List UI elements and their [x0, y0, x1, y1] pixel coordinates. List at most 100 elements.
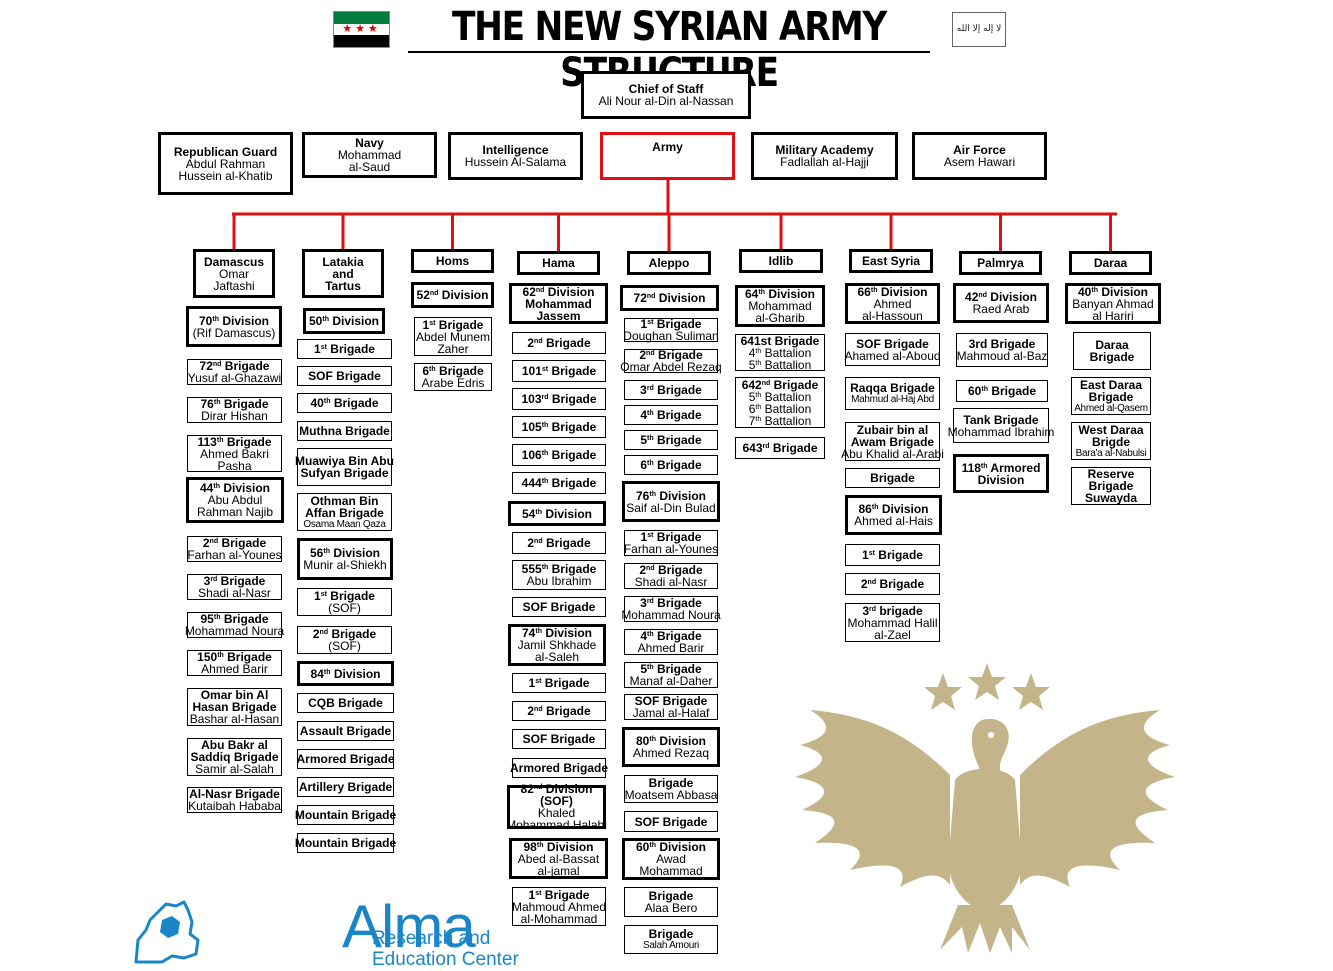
- box-subtitle: Banyan Ahmad: [1072, 296, 1154, 311]
- box-title: 3rd Brigade: [203, 574, 266, 588]
- box-title: SOF Brigade: [308, 369, 381, 383]
- box-title: Brigade: [870, 471, 915, 485]
- box-title: 44th Division: [200, 481, 270, 495]
- title-underline: [408, 51, 930, 53]
- box-title: 60th Division: [636, 840, 706, 854]
- box-title: 2nd Brigade: [527, 536, 591, 550]
- box-title: SOF Brigade: [634, 694, 708, 708]
- box-subtitle: al-Saud: [348, 160, 391, 174]
- box-title: 54th Division: [522, 506, 592, 521]
- brigade-box: Muthna Brigade: [297, 421, 392, 441]
- box-subtitle: Ahmed al-Hais: [854, 514, 933, 528]
- box-title: Air Force: [953, 143, 1006, 157]
- box-subtitle: Hussein Al-Salama: [464, 155, 567, 169]
- box-subtitle: Asem Hawari: [943, 155, 1016, 169]
- box-subtitle: Mahmoud Ahmed: [511, 899, 607, 914]
- box-subtitle: Farhan al-Younes: [623, 542, 719, 556]
- box-subtitle: Mahmud al-Haj Abd: [851, 394, 934, 405]
- box-subtitle: al-Gharib: [755, 311, 805, 325]
- box-subtitle: Bara'a al-Nabulsi: [1075, 447, 1147, 459]
- box-title: 555th Brigade: [521, 562, 597, 576]
- box-subtitle: Fadlallah al-Hajji: [780, 155, 869, 169]
- box-title: 150th Brigade: [197, 650, 272, 664]
- box-title: 2nd Brigade: [860, 577, 925, 591]
- brigade-box: 1st Brigade: [297, 339, 392, 359]
- brigade-box: SOF Brigade: [512, 597, 606, 617]
- brigade-box: SOF Brigade: [624, 811, 718, 832]
- box-title: 642nd Brigade: [741, 377, 819, 392]
- box-subtitle: 7th Battalion: [748, 413, 812, 428]
- box-title: 1st Brigade: [862, 548, 923, 562]
- box-title: 2nd Brigade: [639, 563, 703, 577]
- box-title: 6th Brigade: [640, 458, 702, 472]
- box-title: Hama: [542, 256, 575, 270]
- branch-box-3: Army: [600, 132, 735, 180]
- box-subtitle: Moatsem Abbasa: [624, 788, 718, 802]
- box-subtitle: Mohammad: [639, 864, 703, 878]
- box-title: 40th Brigade: [310, 396, 379, 410]
- box-subtitle: Rahman Najib: [196, 505, 274, 519]
- alma-tagline: Research and Education Center: [372, 928, 519, 970]
- brigade-box: 1st Brigade: [845, 544, 940, 566]
- box-title: Daraa: [1093, 256, 1128, 270]
- box-subtitle: Doughan Suliman: [623, 329, 719, 343]
- brigade-box: 444th Brigade: [512, 472, 606, 494]
- brigade-box: SOF Brigade: [297, 366, 392, 386]
- brigade-box: 2nd Brigade: [512, 532, 606, 554]
- box-title: Military Academy: [775, 143, 874, 157]
- box-title: 76th Brigade: [200, 397, 269, 411]
- brigade-box: Mountain Brigade: [295, 805, 396, 825]
- box-title: 2nd Brigade: [527, 704, 591, 718]
- box-subtitle: al-Saleh: [534, 650, 580, 664]
- box-subtitle: al-Mohammad: [520, 911, 598, 926]
- box-title: 1st Brigade: [640, 530, 702, 544]
- box-title: Idlib: [768, 254, 794, 268]
- box-subtitle: al-Hassoun: [862, 308, 923, 323]
- box-subtitle: Arabe Edris: [421, 376, 485, 390]
- box-subtitle: Farhan al-Younes: [187, 548, 282, 562]
- box-title: Raqqa Brigade: [850, 381, 935, 395]
- box-title: 80th Division: [636, 734, 706, 748]
- box-subtitle: 5th Battalion: [748, 357, 812, 372]
- brigade-box: 40th Brigade: [297, 393, 392, 413]
- brigade-box: 6th Brigade: [624, 455, 718, 475]
- box-subtitle: Osama Maan Qaza: [303, 518, 386, 530]
- alma-map-logo-icon: [134, 900, 200, 964]
- region-box-4: Aleppo: [627, 251, 711, 275]
- box-title: Muthna Brigade: [299, 424, 390, 438]
- box-subtitle: 6th Battalion: [748, 401, 812, 416]
- box-subtitle: Ahmed: [873, 296, 912, 311]
- box-title: CQB Brigade: [308, 696, 383, 710]
- brigade-box: 1st Brigade(SOF): [297, 588, 392, 616]
- box-subtitle: Omar: [219, 266, 249, 281]
- box-title: 101st Brigade: [521, 364, 597, 378]
- box-subtitle: Mohammad Halil: [847, 615, 938, 630]
- box-subtitle: 4th Battalion: [748, 345, 812, 360]
- box-title: Assault Brigade: [299, 724, 392, 738]
- box-subtitle: Alaa Bero: [644, 901, 698, 915]
- box-title: 66th Division: [857, 284, 928, 299]
